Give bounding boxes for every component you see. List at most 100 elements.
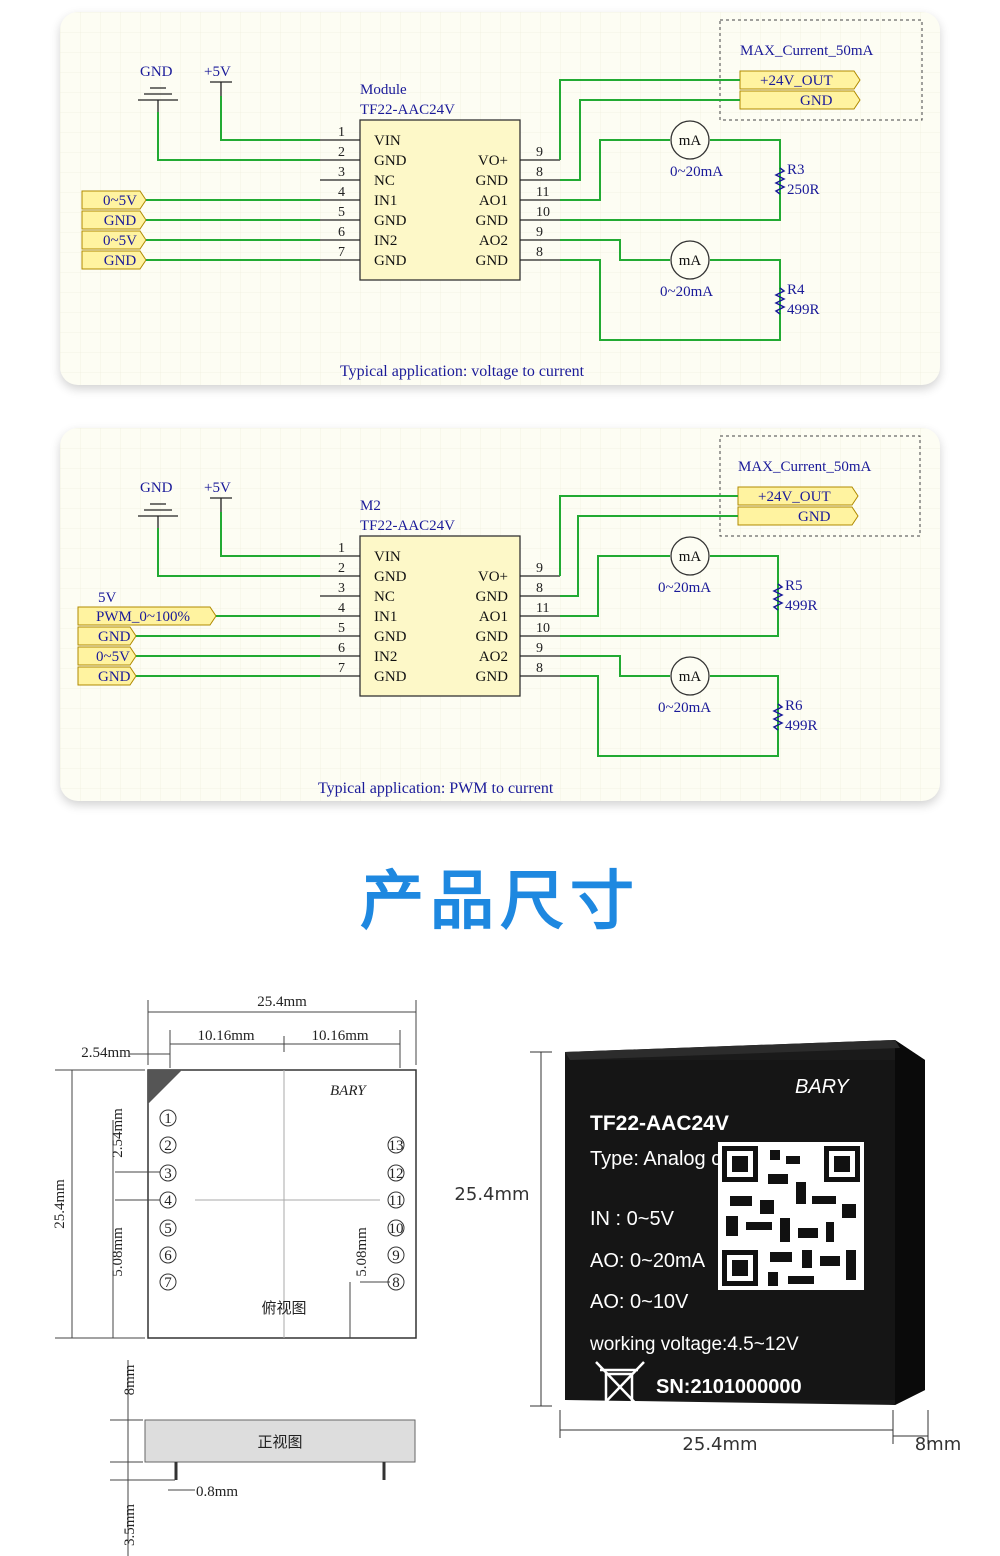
resistor-symbol (772, 703, 784, 731)
loop2-wire (560, 675, 779, 757)
pin-num: 1 (338, 541, 345, 556)
pin-number: 5 (164, 1221, 172, 1237)
input-port-label: 0~5V (103, 193, 137, 209)
vcc-symbol (210, 81, 232, 96)
chip-model: TF22-AAC24V (590, 1112, 729, 1135)
input-port-label: 0~5V (96, 649, 130, 665)
product-dimension-lines (530, 1051, 929, 1444)
resistor-value: 250R (787, 182, 820, 198)
ao2-wire (560, 655, 670, 677)
pin-label: AO1 (479, 609, 508, 625)
pin-label: GND (476, 629, 509, 645)
pin-num: 7 (338, 661, 345, 676)
half-width-right-label: 10.16mm (311, 1028, 368, 1044)
pitch-label: 2.54mm (110, 1108, 126, 1158)
pin-length-label: 3.5mm (122, 1504, 138, 1546)
resistor-ref: R4 (787, 282, 805, 298)
pin-num: 5 (338, 621, 345, 636)
resistor-value: 499R (785, 598, 818, 614)
pin-circles-left (159, 1109, 177, 1291)
pin-number: 10 (389, 1221, 404, 1237)
spacing-left-label: 5.08mm (110, 1227, 126, 1277)
total-width-label: 25.4mm (257, 994, 307, 1010)
port-gnd-label: GND (800, 93, 833, 109)
chip-input: IN : 0~5V (590, 1208, 675, 1230)
gnd-wire (157, 528, 320, 577)
pin-number: 11 (389, 1193, 403, 1209)
pin-label: GND (374, 569, 407, 585)
chip-origin: MADE IN CHINA (656, 1401, 809, 1423)
pin-num: 8 (536, 581, 543, 596)
chip-working-voltage: working voltage:4.5~12V (589, 1334, 799, 1355)
input-port-label: GND (98, 669, 131, 685)
port-24v-label: +24V_OUT (760, 73, 833, 89)
pin-label: GND (374, 153, 407, 169)
pin-label: GND (374, 629, 407, 645)
chip-output-current: AO: 0~20mA (590, 1250, 706, 1272)
pin-number: 3 (164, 1166, 172, 1182)
pin-circles-right (387, 1136, 405, 1291)
ammeter-symbol (670, 240, 710, 280)
output-box (719, 19, 923, 121)
pin-num: 3 (338, 581, 345, 596)
port-gnd-label: GND (798, 509, 831, 525)
schematic-caption: Typical application: PWM to current (318, 780, 554, 797)
input-port-label: PWM_0~100% (96, 609, 190, 625)
resistor-value: 499R (787, 302, 820, 318)
vcc-wire (220, 96, 320, 141)
thickness-label: 8mm (122, 1364, 138, 1395)
pin-number: 13 (389, 1138, 404, 1154)
front-view-label: 正视图 (257, 1434, 302, 1451)
pin-num: 8 (536, 165, 543, 180)
pin-num: 8 (536, 245, 543, 260)
resistor-value: 499R (785, 718, 818, 734)
module-ref: Module (360, 82, 407, 98)
pin-num: 5 (338, 205, 345, 220)
pin-label: IN2 (374, 649, 397, 665)
schematic-diagram-1: GND +5V Module TF22-AAC24V 1 2 3 4 5 6 7… (60, 12, 940, 385)
input-wires (146, 199, 320, 261)
schematic-caption: Typical application: voltage to current (340, 363, 585, 380)
pin-label: VO+ (478, 569, 508, 585)
pin-num: 2 (338, 145, 345, 160)
module-body (359, 535, 521, 697)
pin-label: NC (374, 173, 395, 189)
pin-num: 1 (338, 125, 345, 140)
port-24v-flag (739, 70, 861, 90)
right-pins: 9 8 11 10 9 8 VO+ GND AO1 GND AO2 GND (476, 145, 560, 269)
loop1-wire (560, 139, 781, 221)
pin-label: GND (476, 173, 509, 189)
ammeter-label: mA (679, 133, 702, 149)
pin-num: 9 (536, 641, 543, 656)
vcc-wire (220, 512, 320, 557)
loop2-wire (560, 259, 781, 341)
vcc-label: +5V (204, 480, 231, 496)
chip-serial: SN:2101000000 (656, 1376, 802, 1398)
meter-range: 0~20mA (658, 700, 711, 716)
vcc-label: +5V (204, 64, 231, 80)
meter-range: 0~20mA (660, 284, 713, 300)
pin-label: AO2 (479, 233, 508, 249)
chip-brand: BARY (795, 1076, 850, 1098)
top-view-label: 俯视图 (261, 1300, 306, 1317)
ao2-wire (560, 239, 670, 261)
resistor-ref: R6 (785, 698, 803, 714)
module-name: TF22-AAC24V (360, 518, 455, 534)
port-24v-flag (737, 486, 859, 506)
pin-num: 11 (536, 601, 549, 616)
pin-diameter-label: 0.8mm (196, 1484, 238, 1500)
schematic-panel-pwm: GND +5V M2 TF22-AAC24V 1 2 3 4 5 6 7 VIN… (60, 428, 940, 801)
input-port-label: GND (104, 253, 137, 269)
chip-output-voltage: AO: 0~10V (590, 1291, 689, 1313)
pin-label: IN1 (374, 609, 397, 625)
pin-label: GND (476, 253, 509, 269)
loop1-wire (560, 555, 779, 637)
pin-label: GND (476, 589, 509, 605)
resistor-ref: R3 (787, 162, 805, 178)
pin-label: VIN (374, 549, 401, 565)
ammeter-symbol (670, 536, 710, 576)
pin-label: GND (476, 669, 509, 685)
pin-num: 7 (338, 245, 345, 260)
ammeter-symbol (670, 120, 710, 160)
ammeter-symbol (670, 656, 710, 696)
